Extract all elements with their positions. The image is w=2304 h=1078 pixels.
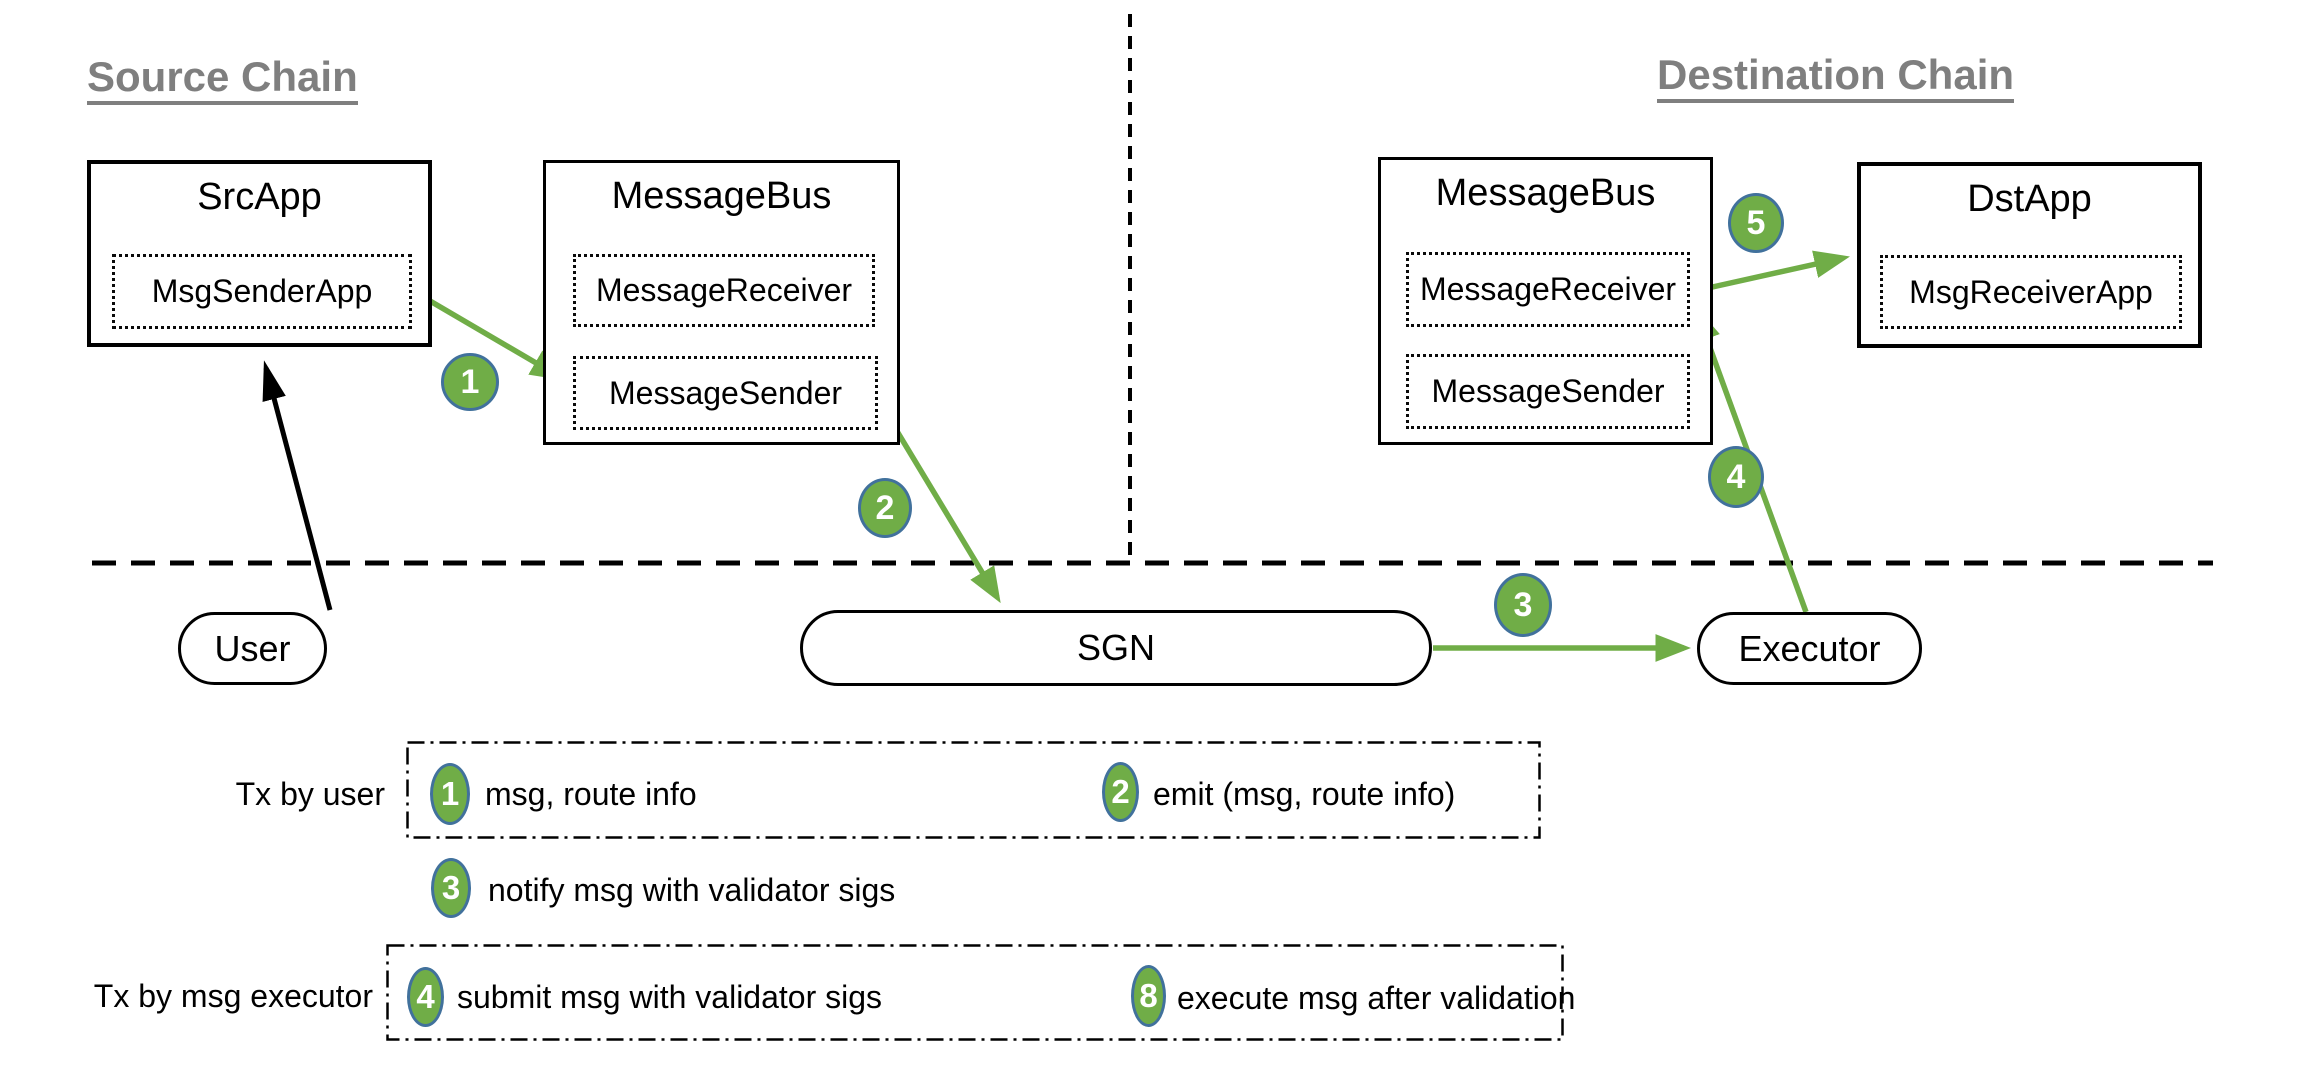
user-node: User <box>178 612 327 685</box>
legend-badge-3: 3 <box>431 858 471 918</box>
messagereceiver-source-box: MessageReceiver <box>573 254 875 327</box>
badge-step-4: 4 <box>1708 446 1764 508</box>
destination-chain-title: Destination Chain <box>1657 54 2015 103</box>
srcapp-title: SrcApp <box>197 176 322 218</box>
badge-step-3: 3 <box>1494 573 1552 637</box>
messagesender-destination-box: MessageSender <box>1406 354 1690 429</box>
legend-item-2-text: emit (msg, route info) <box>1153 776 1456 812</box>
messagebus-destination-box: MessageBus MessageReceiver MessageSender <box>1378 157 1713 445</box>
badge-step-5: 5 <box>1728 193 1784 253</box>
legend-item-3-text: notify msg with validator sigs <box>488 872 896 908</box>
legend-badge-1: 1 <box>430 763 470 825</box>
messagereceiver-destination-box: MessageReceiver <box>1406 252 1690 327</box>
messagebus-source-box: MessageBus MessageReceiver MessageSender <box>543 160 900 445</box>
user-to-srcapp-arrow <box>262 360 333 611</box>
dstapp-box: DstApp MsgReceiverApp <box>1857 162 2202 348</box>
messagesender-source-box: MessageSender <box>573 356 878 430</box>
legend-badge-2: 2 <box>1102 762 1139 822</box>
legend-label-tx-by-executor: Tx by msg executor <box>93 978 373 1014</box>
srcapp-box: SrcApp MsgSenderApp <box>87 160 432 347</box>
dstapp-title: DstApp <box>1967 178 2092 220</box>
source-chain-title: Source Chain <box>87 56 358 105</box>
msgsenderapp-box: MsgSenderApp <box>112 254 412 329</box>
sgn-node: SGN <box>800 610 1432 686</box>
executor-node: Executor <box>1697 612 1922 685</box>
badge-step-1: 1 <box>441 353 499 411</box>
badge-step-2: 2 <box>858 478 912 538</box>
legend-item-1-text: msg, route info <box>485 776 697 812</box>
legend-badge-4: 4 <box>407 967 444 1027</box>
messagebus-destination-title: MessageBus <box>1435 172 1656 214</box>
legend-label-tx-by-user: Tx by user <box>235 776 385 812</box>
legend-badge-8: 8 <box>1131 965 1166 1027</box>
messagebus-source-title: MessageBus <box>611 175 832 217</box>
legend-item-4-text: submit msg with validator sigs <box>457 979 883 1015</box>
msgreceiverapp-box: MsgReceiverApp <box>1880 255 2182 329</box>
legend-item-5-text: execute msg after validation <box>1177 980 1576 1016</box>
